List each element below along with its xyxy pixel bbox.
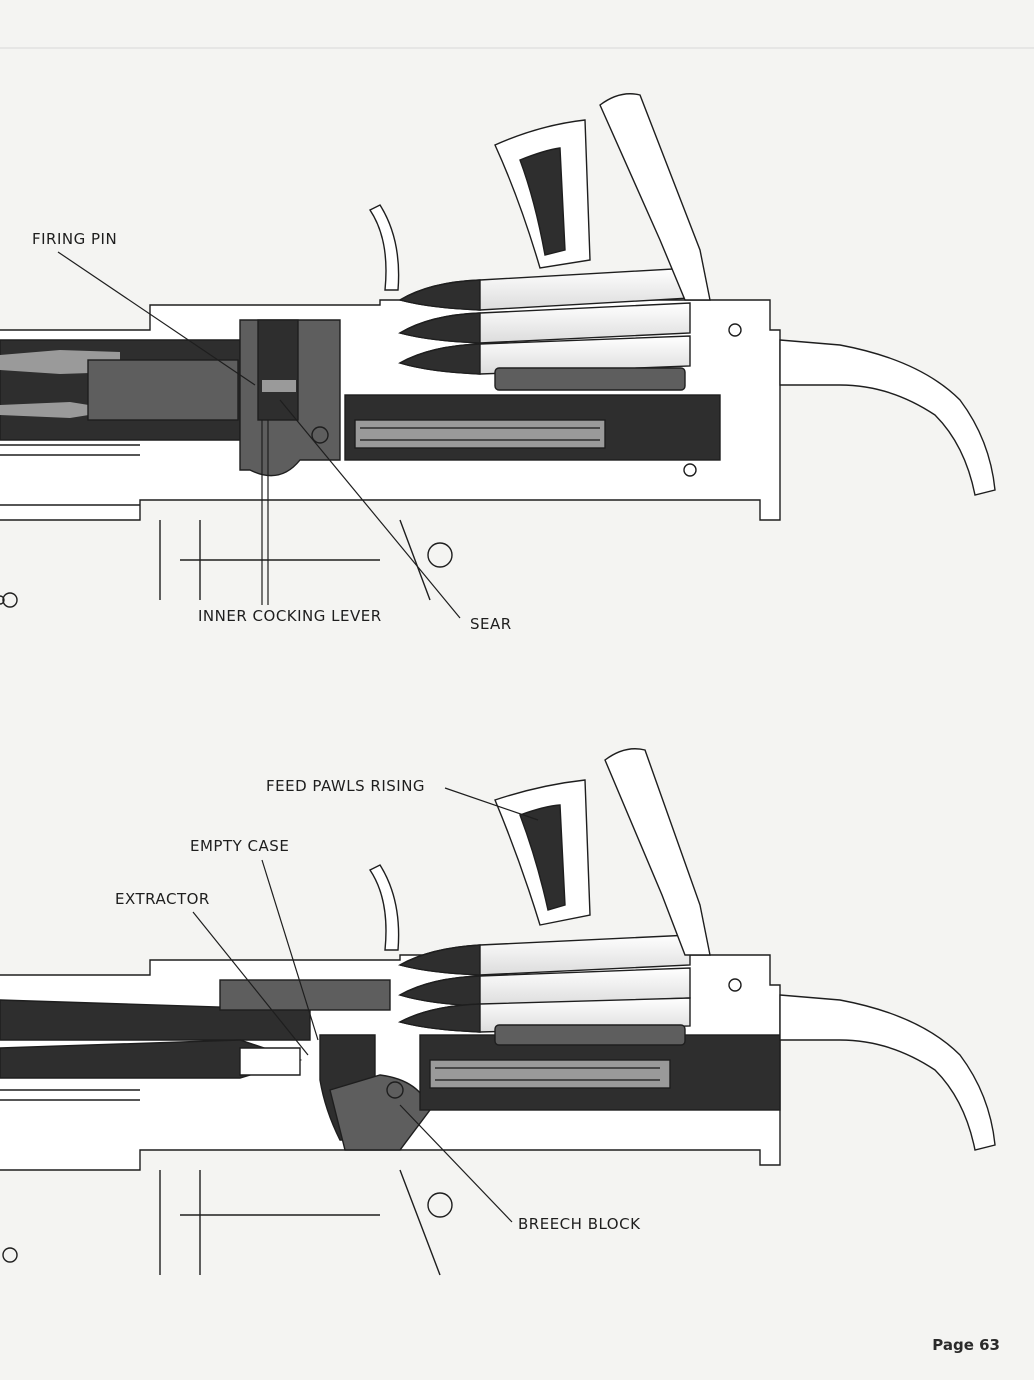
empty-case-leader (261, 859, 319, 1041)
top-leader-lines (57, 251, 461, 619)
firing-pin-leader (57, 251, 256, 386)
feed-pawls-rising-label: FEED PAWLS RISING (266, 777, 426, 795)
sear-leader (279, 399, 461, 619)
page-number: Page 63 (932, 1336, 1000, 1354)
firing-pin-label: FIRING PIN (32, 230, 118, 248)
empty-case-label: EMPTY CASE (190, 837, 290, 855)
breech-block-label: BREECH BLOCK (518, 1215, 641, 1233)
feed-pawls-rising-leader (444, 787, 539, 821)
breech-block-leader (399, 1104, 513, 1223)
inner-cocking-lever-label: INNER COCKING LEVER (198, 607, 382, 625)
bottom-ammo-rounds (398, 934, 691, 1046)
extractor-leader (192, 911, 309, 1056)
sear-label: SEAR (470, 615, 512, 633)
top-ammo-rounds (398, 267, 691, 391)
bottom-cutaway-figure (0, 748, 996, 1276)
top-cutaway-figure (0, 93, 996, 608)
extractor-label: EXTRACTOR (115, 890, 210, 908)
bottom-magazine (494, 748, 711, 956)
bottom-leader-lines (192, 787, 539, 1223)
top-magazine (494, 93, 711, 301)
